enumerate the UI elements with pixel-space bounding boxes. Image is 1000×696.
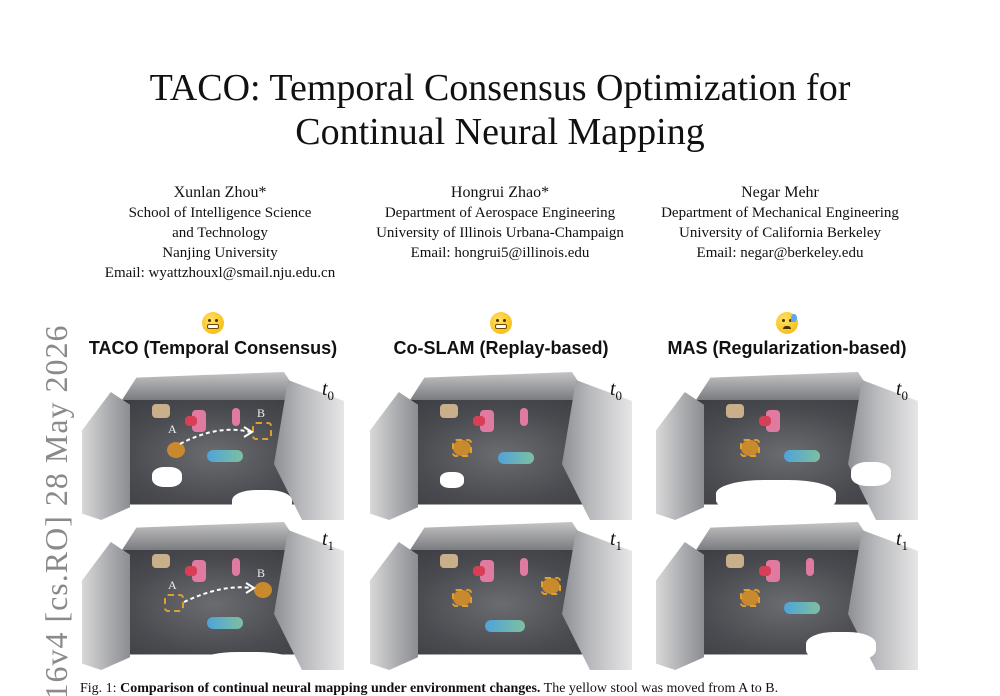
stool-marker: [254, 582, 272, 598]
paper-title: TACO: Temporal Consensus Optimization fo…: [0, 66, 1000, 154]
author-email: Email: hongrui5@illinois.edu: [410, 245, 590, 261]
column-label: TACO (Temporal Consensus): [88, 338, 338, 358]
author-name: Xunlan Zhou*: [173, 184, 267, 201]
target-box: [452, 589, 472, 607]
figure-caption: Fig. 1: Comparison of continual neural m…: [80, 680, 920, 696]
move-arrow-icon: [179, 426, 254, 445]
time-label-t0: t0: [321, 378, 334, 403]
time-label-t1: t1: [895, 528, 908, 553]
column-header-mas: MAS (Regularization-based): [656, 312, 918, 359]
title-line-1: TACO: Temporal Consensus Optimization fo…: [149, 67, 851, 109]
author-affiliation: Nanjing University: [162, 245, 278, 261]
author-name: Hongrui Zhao*: [450, 184, 550, 201]
stool-marker: [453, 440, 471, 456]
column-header-coslam: Co-SLAM (Replay-based): [370, 312, 632, 359]
time-label-t1: t1: [321, 528, 334, 553]
time-label-t1: t1: [609, 528, 622, 553]
grinning-face-icon: [202, 312, 224, 334]
title-line-2: Continual Neural Mapping: [295, 111, 705, 153]
target-box: [740, 589, 760, 607]
arxiv-stamp: 16v4 [cs.RO] 28 May 2026: [38, 324, 74, 696]
stool-marker: [741, 590, 759, 606]
target-box: [452, 439, 472, 457]
stool-marker: [741, 440, 759, 456]
author-name: Negar Mehr: [741, 184, 819, 201]
stool-marker: [453, 590, 471, 606]
author-affiliation: University of Illinois Urbana-Champaign: [376, 225, 624, 241]
column-label: Co-SLAM (Replay-based): [393, 338, 609, 358]
author-affiliation: University of California Berkeley: [678, 225, 882, 241]
grimacing-face-icon: [490, 312, 512, 334]
author-affiliation: Department of Mechanical Engineering: [661, 205, 899, 221]
time-label-t0: t0: [895, 378, 908, 403]
panel-coslam-t0: t0: [370, 372, 632, 520]
sad-tear-face-icon: [776, 312, 798, 334]
column-label: MAS (Regularization-based): [667, 338, 907, 358]
point-a-label: A: [168, 578, 177, 592]
author-email: Email: negar@berkeley.edu: [696, 245, 864, 261]
panel-coslam-t1: t1: [370, 522, 632, 670]
caption-rest: The yellow stool was moved from A to B.: [540, 681, 779, 696]
caption-prefix: Fig. 1:: [80, 681, 121, 696]
time-label-t0: t0: [609, 378, 622, 403]
target-box: [252, 422, 272, 440]
author-2: Hongrui Zhao* Department of Aerospace En…: [360, 183, 640, 263]
target-box: [740, 439, 760, 457]
panel-taco-t1: A B t1: [82, 522, 344, 670]
panel-mas-t0: t0: [656, 372, 918, 520]
author-1: Xunlan Zhou* School of Intelligence Scie…: [80, 183, 360, 283]
panel-taco-t0: A B t0: [82, 372, 344, 520]
move-arrow-icon: [183, 582, 256, 603]
stool-marker: [542, 578, 560, 594]
stool-marker: [167, 442, 185, 458]
point-a-label: A: [168, 422, 177, 436]
author-email: Email: wyattzhouxl@smail.nju.edu.cn: [104, 265, 336, 281]
caption-bold: Comparison of continual neural mapping u…: [120, 681, 541, 696]
point-b-label: B: [257, 566, 266, 580]
column-header-taco: TACO (Temporal Consensus): [82, 312, 344, 359]
target-box: [541, 577, 561, 595]
author-affiliation: School of Intelligence Science: [128, 205, 312, 221]
author-affiliation: and Technology: [172, 225, 268, 241]
point-b-label: B: [257, 406, 266, 420]
target-box: [164, 594, 184, 612]
panel-mas-t1: t1: [656, 522, 918, 670]
author-affiliation: Department of Aerospace Engineering: [384, 205, 616, 221]
author-3: Negar Mehr Department of Mechanical Engi…: [640, 183, 920, 263]
